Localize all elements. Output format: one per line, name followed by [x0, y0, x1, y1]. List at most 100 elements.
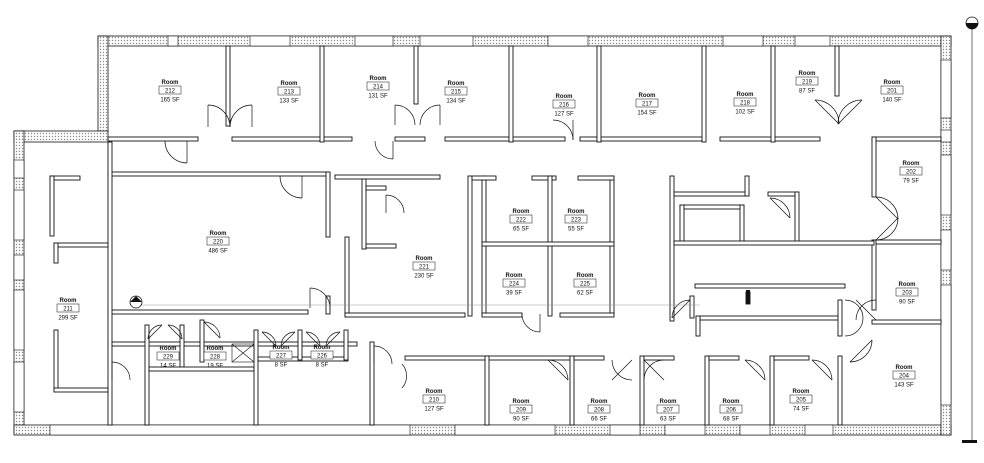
room-tag-217: Room 217 154 SF — [635, 93, 659, 117]
room-label: Room — [513, 399, 530, 405]
room-area: 133 SF — [279, 99, 299, 105]
room-area: 90 SF — [513, 417, 529, 423]
room-number-box — [158, 85, 182, 95]
room-tag-216: Room 216 127 SF — [552, 94, 576, 118]
room-number-box — [552, 99, 576, 109]
room-label: Room — [314, 345, 331, 351]
room-area: 8 SF — [316, 363, 329, 369]
room-area: 55 SF — [568, 227, 584, 233]
room-number-box — [795, 76, 819, 86]
room-number: 216 — [559, 103, 570, 109]
room-number-box — [895, 287, 919, 297]
room-number: 214 — [373, 85, 384, 91]
room-area: 14 SF — [160, 364, 176, 370]
interior-walls — [49, 45, 942, 426]
room-area: 127 SF — [424, 407, 444, 413]
room-number: 204 — [899, 374, 910, 380]
room-label: Room — [273, 345, 290, 351]
room-number: 227 — [276, 354, 287, 360]
room-number: 205 — [796, 398, 807, 404]
room-label: Room — [884, 80, 901, 86]
room-number: 220 — [213, 240, 224, 246]
room-label: Room — [556, 94, 573, 100]
room-number: 211 — [63, 307, 73, 313]
room-label: Room — [793, 389, 810, 395]
room-tag-210: Room 210 127 SF — [422, 389, 446, 413]
room-area: 127 SF — [554, 112, 574, 118]
room-label: Room — [160, 346, 177, 352]
room-number-box — [412, 261, 436, 271]
room-number: 209 — [516, 408, 527, 414]
room-area: 102 SF — [735, 110, 755, 116]
room-number: 218 — [740, 101, 751, 107]
room-number-box — [422, 394, 446, 404]
room-number: 224 — [509, 282, 520, 288]
room-number-box — [156, 351, 180, 361]
room-number: 226 — [317, 354, 328, 360]
room-area: 165 SF — [160, 98, 180, 104]
room-label: Room — [896, 365, 913, 371]
room-number: 222 — [516, 218, 527, 224]
room-area: 154 SF — [637, 111, 657, 117]
room-number-box — [573, 278, 597, 288]
room-number-box — [880, 85, 904, 95]
room-number-box — [789, 394, 813, 404]
room-tag-214: Room 214 131 SF — [366, 76, 390, 100]
room-label: Room — [568, 209, 585, 215]
room-number-box — [635, 98, 659, 108]
room-label: Room — [426, 389, 443, 395]
room-area: 8 SF — [275, 363, 288, 369]
room-label: Room — [506, 273, 523, 279]
room-area: 299 SF — [58, 316, 78, 322]
room-area: 143 SF — [894, 383, 914, 389]
room-number-box — [269, 350, 293, 360]
equipment-mark — [746, 290, 750, 304]
room-area: 87 SF — [799, 89, 815, 95]
room-number-box — [444, 86, 468, 96]
room-tag-218: Room 218 102 SF — [733, 92, 757, 116]
section-marker-icon — [129, 295, 143, 309]
room-number-box — [509, 404, 533, 414]
room-label: Room — [513, 209, 530, 215]
room-label: Room — [639, 93, 656, 99]
room-tag-209: Room 209 90 SF — [509, 399, 533, 423]
room-area: 63 SF — [660, 417, 676, 423]
room-number: 201 — [887, 89, 898, 95]
room-label: Room — [591, 399, 608, 405]
room-number: 228 — [210, 355, 221, 361]
room-number-box — [56, 303, 80, 313]
room-label: Room — [737, 92, 754, 98]
level-marker-icon — [965, 16, 979, 440]
room-number: 217 — [642, 102, 653, 108]
room-area: 230 SF — [414, 274, 434, 280]
room-number: 212 — [165, 89, 176, 95]
room-area: 68 SF — [723, 417, 739, 423]
room-number-box — [206, 236, 230, 246]
room-area: 79 SF — [903, 179, 919, 185]
room-number: 210 — [429, 398, 440, 404]
room-label: Room — [370, 76, 387, 82]
room-number-box — [203, 351, 227, 361]
room-number-box — [656, 404, 680, 414]
room-tag-204: Room 204 143 SF — [892, 365, 916, 389]
room-number-box — [310, 350, 334, 360]
room-label: Room — [281, 81, 298, 87]
room-number-box — [564, 214, 588, 224]
room-number-box — [502, 278, 526, 288]
room-area: 131 SF — [368, 94, 388, 100]
room-label: Room — [660, 399, 677, 405]
